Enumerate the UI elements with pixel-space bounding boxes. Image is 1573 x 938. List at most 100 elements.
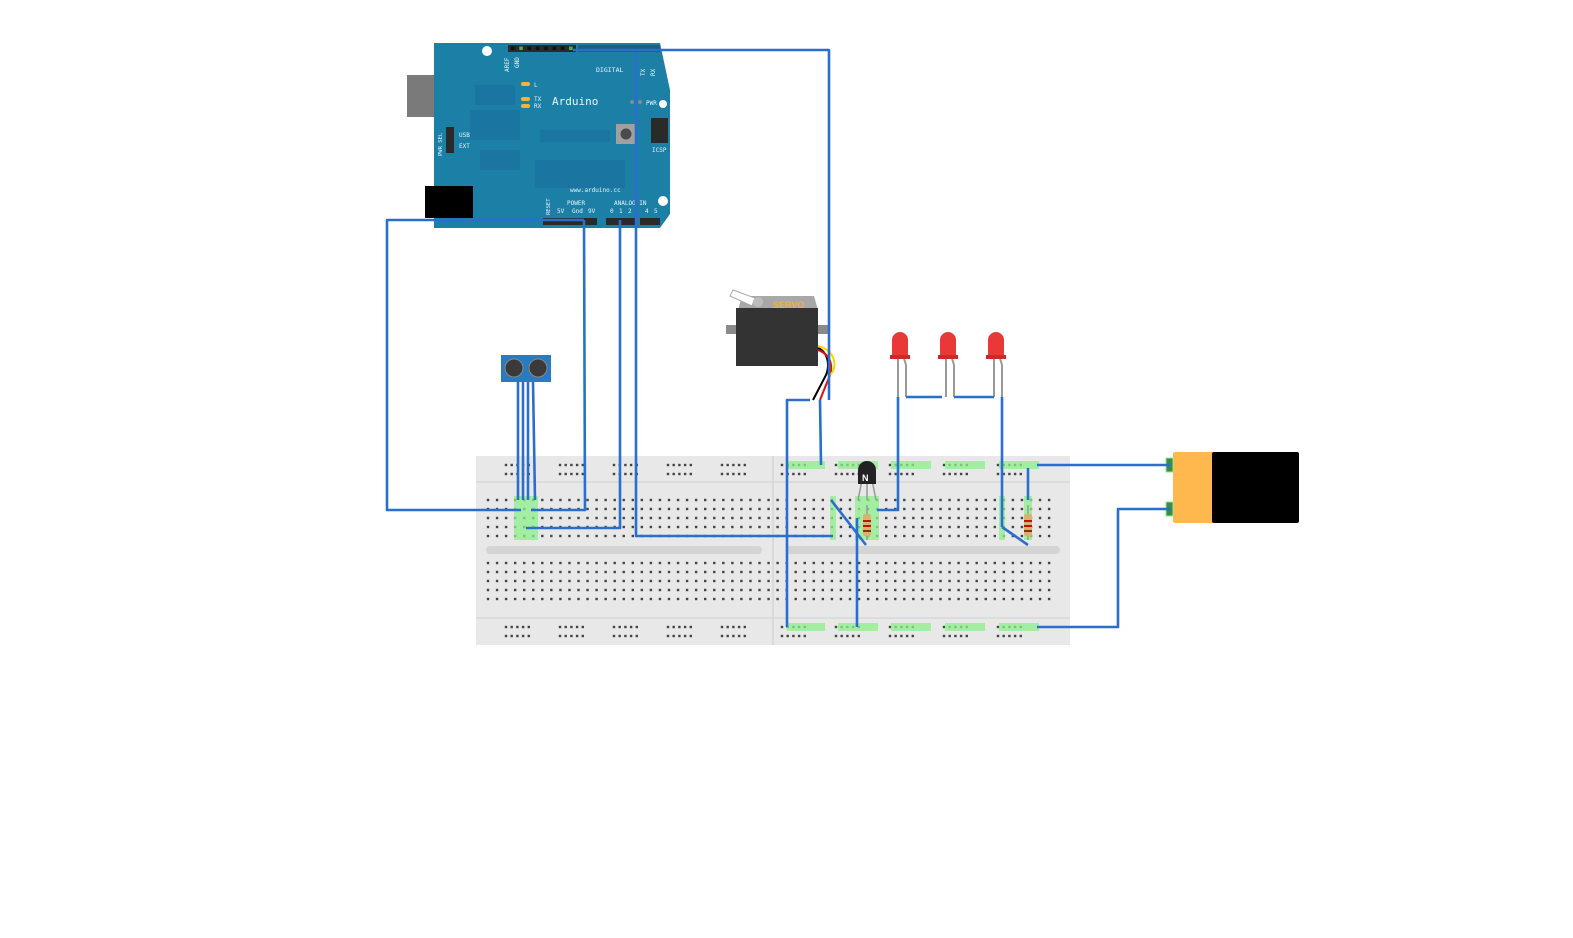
breadboard-hole[interactable]	[495, 570, 499, 574]
breadboard-hole[interactable]	[595, 498, 598, 502]
breadboard-hole[interactable]	[894, 516, 897, 520]
breadboard-hole[interactable]	[939, 588, 942, 592]
breadboard-hole[interactable]	[848, 570, 852, 574]
breadboard-hole[interactable]	[550, 597, 553, 601]
breadboard-hole[interactable]	[848, 588, 852, 592]
breadboard-hole[interactable]	[857, 588, 861, 592]
breadboard-hole[interactable]	[486, 588, 490, 592]
digital-pin[interactable]	[560, 46, 565, 51]
rail-hole[interactable]	[581, 634, 584, 638]
breadboard-hole[interactable]	[930, 534, 933, 538]
breadboard-hole[interactable]	[885, 588, 888, 592]
rail-hole[interactable]	[942, 634, 946, 638]
breadboard-hole[interactable]	[776, 570, 779, 574]
breadboard-hole[interactable]	[875, 579, 879, 583]
breadboard-hole[interactable]	[1020, 534, 1024, 538]
breadboard-hole[interactable]	[631, 507, 634, 511]
breadboard-hole[interactable]	[857, 597, 861, 601]
breadboard-hole[interactable]	[631, 561, 634, 565]
breadboard-hole[interactable]	[803, 516, 806, 520]
breadboard-hole[interactable]	[658, 597, 662, 601]
rail-hole[interactable]	[581, 463, 584, 467]
rail-hole[interactable]	[624, 625, 627, 629]
breadboard-hole[interactable]	[749, 570, 752, 574]
rail-hole[interactable]	[666, 472, 670, 476]
rail-hole[interactable]	[558, 625, 562, 629]
breadboard-hole[interactable]	[713, 525, 716, 529]
breadboard-hole[interactable]	[794, 498, 797, 502]
breadboard-hole[interactable]	[649, 516, 653, 520]
rail-hole[interactable]	[516, 634, 519, 638]
wire-digital-to-transistor[interactable]	[634, 52, 833, 538]
breadboard-hole[interactable]	[776, 507, 779, 511]
breadboard-hole[interactable]	[550, 561, 553, 565]
breadboard-hole[interactable]	[613, 561, 616, 565]
breadboard-hole[interactable]	[704, 525, 707, 529]
breadboard-hole[interactable]	[532, 579, 535, 583]
breadboard-hole[interactable]	[803, 525, 806, 529]
breadboard-hole[interactable]	[504, 570, 508, 574]
rail-hole[interactable]	[570, 463, 573, 467]
rail-hole[interactable]	[888, 463, 892, 467]
breadboard-hole[interactable]	[649, 507, 653, 511]
breadboard-hole[interactable]	[839, 534, 843, 538]
breadboard-hole[interactable]	[622, 516, 625, 520]
breadboard-hole[interactable]	[794, 597, 797, 601]
rail-hole[interactable]	[618, 634, 621, 638]
breadboard-hole[interactable]	[749, 561, 752, 565]
rail-hole[interactable]	[672, 634, 675, 638]
breadboard-hole[interactable]	[794, 588, 797, 592]
breadboard-hole[interactable]	[713, 579, 716, 583]
wire-servo-power-to-rail[interactable]	[818, 399, 823, 466]
breadboard-hole[interactable]	[767, 570, 770, 574]
breadboard-hole[interactable]	[1020, 498, 1024, 502]
breadboard-hole[interactable]	[749, 507, 752, 511]
rail-hole[interactable]	[792, 634, 795, 638]
breadboard-hole[interactable]	[885, 534, 888, 538]
rail-hole[interactable]	[678, 472, 681, 476]
breadboard-hole[interactable]	[912, 507, 915, 511]
breadboard-hole[interactable]	[848, 525, 852, 529]
breadboard-hole[interactable]	[794, 516, 797, 520]
breadboard-hole[interactable]	[767, 516, 770, 520]
breadboard-hole[interactable]	[577, 597, 580, 601]
rail-hole[interactable]	[564, 463, 567, 467]
rail-hole[interactable]	[965, 634, 968, 638]
breadboard-hole[interactable]	[722, 597, 725, 601]
breadboard-hole[interactable]	[1038, 570, 1042, 574]
breadboard-hole[interactable]	[640, 516, 644, 520]
breadboard-hole[interactable]	[667, 507, 671, 511]
breadboard-hole[interactable]	[948, 507, 951, 511]
breadboard-hole[interactable]	[1047, 588, 1051, 592]
rail-hole[interactable]	[575, 463, 579, 467]
breadboard-hole[interactable]	[948, 597, 951, 601]
rail-hole[interactable]	[666, 463, 670, 467]
digital-pin[interactable]	[535, 46, 540, 51]
breadboard-hole[interactable]	[1047, 534, 1051, 538]
breadboard-hole[interactable]	[541, 561, 544, 565]
wire-jumper-diagonal[interactable]	[1001, 525, 1029, 547]
breadboard-hole[interactable]	[649, 597, 653, 601]
breadboard-hole[interactable]	[930, 516, 933, 520]
rail-hole[interactable]	[743, 472, 746, 476]
breadboard-hole[interactable]	[658, 516, 662, 520]
breadboard-hole[interactable]	[966, 597, 969, 601]
rail-hole[interactable]	[612, 463, 616, 467]
breadboard-hole[interactable]	[676, 561, 680, 565]
breadboard-hole[interactable]	[550, 579, 553, 583]
breadboard-hole[interactable]	[541, 516, 544, 520]
rail-hole[interactable]	[558, 634, 562, 638]
breadboard-hole[interactable]	[568, 579, 571, 583]
breadboard-hole[interactable]	[966, 588, 969, 592]
breadboard-hole[interactable]	[839, 525, 843, 529]
breadboard-hole[interactable]	[776, 525, 779, 529]
breadboard-hole[interactable]	[803, 579, 806, 583]
breadboard-hole[interactable]	[993, 516, 996, 520]
rail-hole[interactable]	[840, 472, 843, 476]
breadboard-hole[interactable]	[966, 516, 969, 520]
breadboard-hole[interactable]	[857, 579, 861, 583]
breadboard-hole[interactable]	[1047, 516, 1051, 520]
breadboard-hole[interactable]	[513, 579, 517, 583]
breadboard-hole[interactable]	[930, 561, 933, 565]
breadboard-hole[interactable]	[667, 525, 671, 529]
